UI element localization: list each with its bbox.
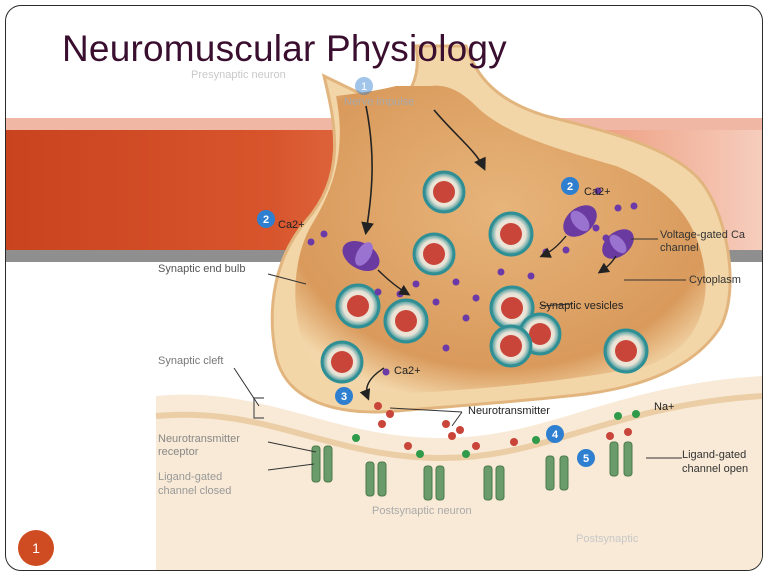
label-synaptic-cleft: Synaptic cleft [158,355,223,367]
vesicle [383,298,429,344]
ca-channel-left [342,240,380,272]
neurotransmitter-molecules [352,402,640,458]
step-badge-2-left: 2 [257,210,275,228]
ca-channel-right-2 [602,229,634,259]
receptor [311,445,333,483]
vesicle [422,170,466,214]
label-postsynaptic-potential: Postsynaptic [576,533,639,545]
ligand-gated-receptors [311,441,633,501]
step-badge-2-right: 2 [561,177,579,195]
label-postsynaptic: Postsynaptic neuron [372,505,472,517]
step-badge-5: 5 [577,449,595,467]
label-cytoplasm: Cytoplasm [689,274,741,286]
label-synaptic-end-bulb: Synaptic end bulb [158,263,245,275]
label-ligand-open-1: Ligand-gated [682,449,746,461]
nerve-impulse-arrow-left [361,105,374,236]
vesicle [489,285,535,331]
label-voltage-gated-1: Voltage-gated Ca [660,229,746,241]
label-ligand-closed-1: Ligand-gated [158,471,222,483]
vesicle [320,340,364,384]
svg-text:2: 2 [567,181,573,193]
label-nerve-impulse: Nerve impulse [344,96,414,108]
synaptic-vesicles [320,170,649,384]
vesicle [488,211,534,257]
receptor [365,461,387,497]
synaptic-cleft-bracket [253,397,264,419]
step-badge-4: 4 [546,425,564,443]
vesicle [335,283,381,329]
label-synaptic-vesicles: Synaptic vesicles [539,300,624,312]
label-ca-right: Ca2+ [584,186,611,198]
page-number-badge: 1 [18,530,54,566]
nerve-impulse-arrow-right [433,109,486,171]
svg-text:2: 2 [263,214,269,226]
receptor [545,455,569,491]
label-presynaptic: Presynaptic neuron [191,69,286,81]
label-ligand-open-2: channel open [682,463,748,475]
vesicle [489,324,533,368]
step-badge-3: 3 [335,387,353,405]
label-nt-receptor-2: receptor [158,446,199,458]
label-nt-receptor-1: Neurotransmitter [158,433,240,445]
slide: 1 2 2 3 4 5 Presynaptic neuron Nerve imp… [5,5,763,571]
label-na: Na+ [654,401,675,413]
receptor [483,465,505,501]
receptor [609,441,633,477]
vesicle [412,232,456,276]
svg-text:3: 3 [341,391,347,403]
synapse-diagram: 1 2 2 3 4 5 Presynaptic neuron Nerve imp… [155,44,762,570]
label-voltage-gated-2: channel [660,242,699,254]
label-ca-left: Ca2+ [278,219,305,231]
exocytosis-arrow [359,367,385,401]
label-neurotransmitter: Neurotransmitter [468,405,550,417]
receptor [423,465,445,501]
vesicle [603,328,649,374]
svg-text:5: 5 [583,453,589,465]
label-ligand-closed-2: channel closed [158,485,231,497]
svg-text:4: 4 [552,429,559,441]
svg-text:1: 1 [361,81,367,93]
ca-channel-right-1 [563,205,597,237]
step-badge-1: 1 [355,77,373,95]
label-ca-lower: Ca2+ [394,365,421,377]
slide-title: Neuromuscular Physiology [62,28,507,69]
